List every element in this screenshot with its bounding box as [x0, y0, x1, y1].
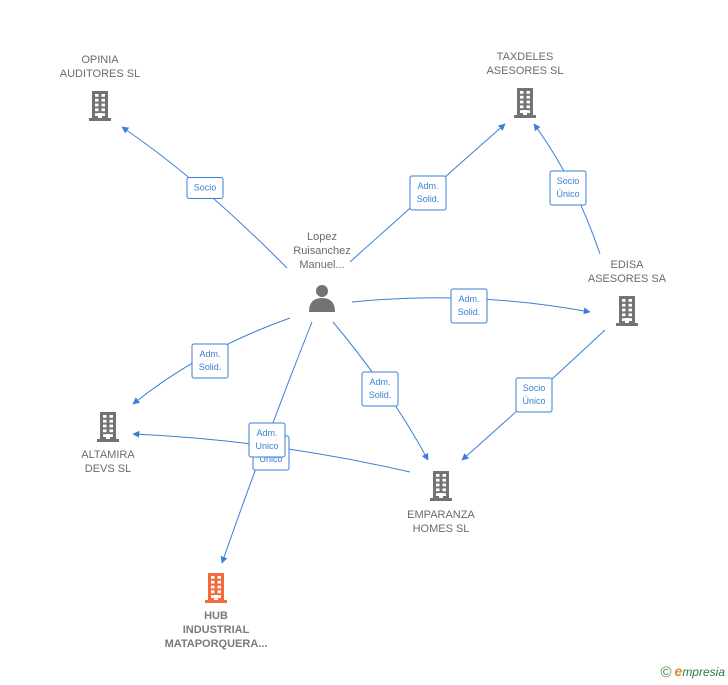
node-label-hub: MATAPORQUERA... [165, 638, 268, 650]
edge-label-text: Unico [255, 441, 278, 451]
edge-label-text: Solid. [417, 194, 440, 204]
edge-label-text: Único [556, 189, 579, 199]
node-label-emparanza: HOMES SL [413, 523, 470, 535]
edge-label-text: Adm. [256, 428, 277, 438]
node-label-person: Ruisanchez [293, 245, 350, 257]
brand-name: mpresia [682, 665, 725, 679]
building-icon [97, 412, 119, 442]
brand-initial: e [674, 663, 683, 679]
node-label-opinia: OPINIA [81, 54, 119, 66]
building-icon [616, 296, 638, 326]
node-label-person: Lopez [307, 231, 337, 243]
edge-label-text: Solid. [369, 390, 392, 400]
edge-label-text: Socio [557, 176, 580, 186]
node-hub[interactable]: HUB INDUSTRIAL MATAPORQUERA... [165, 573, 268, 650]
node-altamira[interactable]: ALTAMIRA DEVS SL [81, 412, 135, 475]
node-label-taxdeles: TAXDELES [497, 51, 554, 63]
edge-label-person-opinia[interactable]: Socio [186, 177, 224, 199]
node-label-emparanza: EMPARANZA [407, 509, 475, 521]
node-label-altamira: DEVS SL [85, 463, 131, 475]
edge-label-person-emparanza[interactable]: Adm. Solid. [361, 371, 399, 407]
node-person[interactable]: LopezRuisanchezManuel... [293, 231, 351, 312]
building-icon [514, 88, 536, 118]
edge-label-text: Socio [523, 383, 546, 393]
node-label-opinia: AUDITORES SL [60, 68, 141, 80]
copyright-icon: © [660, 664, 672, 681]
building-icon [89, 91, 111, 121]
building-icon [205, 573, 227, 603]
node-edisa[interactable]: EDISA ASESORES SA [588, 259, 667, 326]
edge-label-person-taxdeles[interactable]: Adm. Solid. [409, 175, 447, 211]
node-label-hub: INDUSTRIAL [183, 624, 250, 636]
edge-label-person-altamira[interactable]: Adm. Solid. [191, 343, 229, 379]
node-emparanza[interactable]: EMPARANZA HOMES SL [407, 471, 475, 535]
node-opinia[interactable]: OPINIA AUDITORES SL [60, 54, 141, 121]
building-icon [430, 471, 452, 501]
node-label-taxdeles: ASESORES SL [486, 65, 563, 77]
node-label-altamira: ALTAMIRA [81, 449, 135, 461]
person-icon [309, 285, 335, 312]
edge-label-text: Único [259, 454, 282, 464]
node-label-edisa: EDISA [610, 259, 644, 271]
brand-watermark: ©empresia [660, 663, 725, 681]
node-taxdeles[interactable]: TAXDELES ASESORES SL [486, 51, 564, 118]
edge-label-text: Adm. [458, 294, 479, 304]
edge-label-text: Socio [194, 183, 217, 193]
edge-label-text: Único [522, 396, 545, 406]
node-label-edisa: ASESORES SA [588, 273, 667, 285]
edge-label-text: Adm. [417, 181, 438, 191]
node-label-hub: HUB [204, 610, 228, 622]
edge-label-text: Adm. [369, 377, 390, 387]
node-label-person: Manuel... [299, 259, 344, 271]
edge-label-text: Solid. [458, 307, 481, 317]
edge-label-person-edisa[interactable]: Adm. Solid. [450, 288, 488, 324]
edge-label-text: Solid. [199, 362, 222, 372]
edge-label-person-hub[interactable]: Adm. Unico [248, 422, 286, 458]
edge-label-text: Adm. [199, 349, 220, 359]
